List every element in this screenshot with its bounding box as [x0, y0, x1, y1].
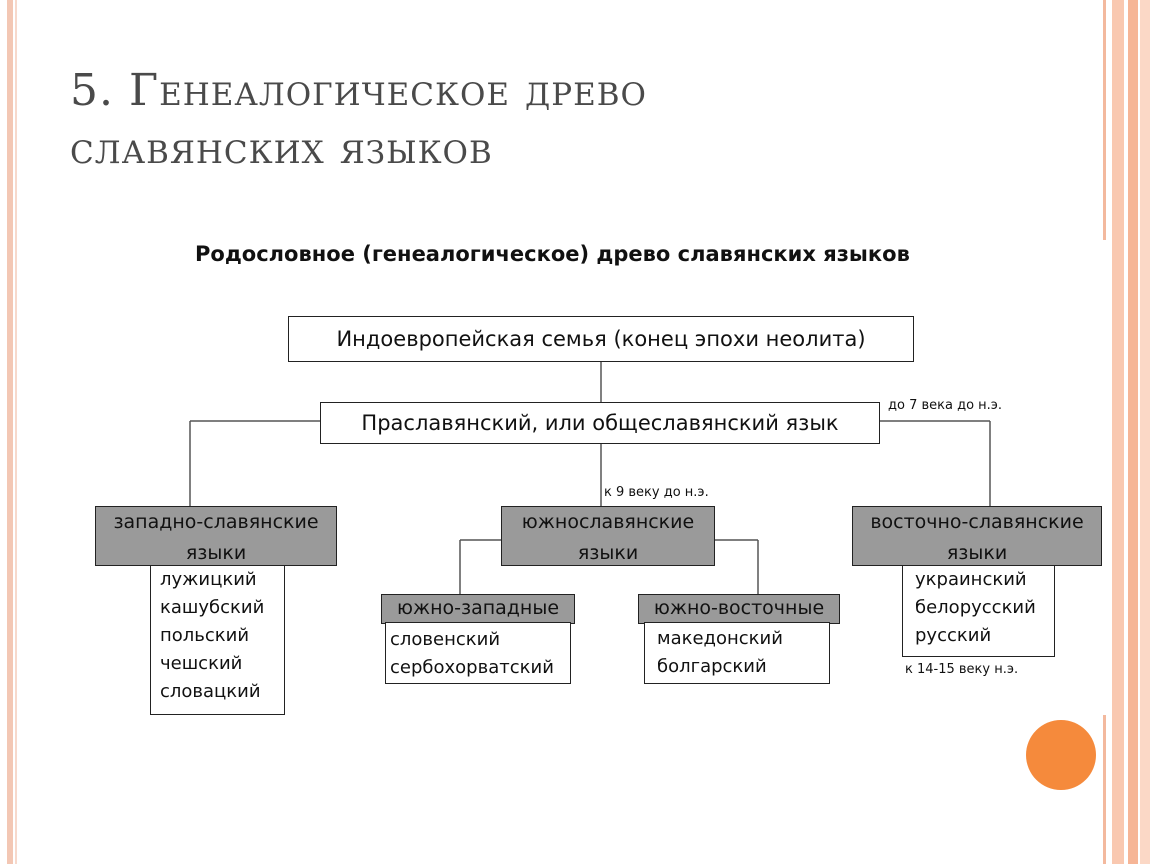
west-language: чешский [160, 653, 243, 674]
west-language: кашубский [160, 597, 265, 618]
east-group-line2: языки [946, 542, 1008, 564]
southwest-group-box: южно-западные [381, 594, 575, 624]
root-box: Индоевропейская семья (конец эпохи неоли… [288, 316, 914, 362]
east-group-line1: восточно-славянские [870, 511, 1084, 533]
proto-label: Праславянский, или общеславянский язык [361, 411, 839, 435]
slide-title: 5. Генеалогическое древо славянских язык… [70, 62, 970, 178]
proto-box: Праславянский, или общеславянский язык [320, 402, 880, 444]
southwest-language: сербохорватский [390, 657, 554, 678]
proto-date-note: до 7 века до н.э. [888, 398, 1003, 413]
southeast-language: болгарский [657, 656, 767, 677]
frame-right-stripe-dark [1128, 0, 1138, 864]
east-date-note: к 14-15 веку н.э. [905, 662, 1019, 677]
west-group-line1: западно-славянские [113, 511, 319, 533]
west-language: польский [160, 625, 250, 646]
east-language: русский [915, 625, 992, 646]
southeast-language: македонский [657, 628, 783, 649]
slide-title-line2: славянских языков [70, 123, 493, 174]
east-languages-box: украинский белорусский русский [902, 565, 1055, 657]
slide-title-line1: 5. Генеалогическое древо [70, 65, 647, 116]
diagram-title: Родословное (генеалогическое) древо слав… [195, 242, 910, 266]
east-group-box: восточно-славянские языки [852, 506, 1102, 566]
frame-right-stripe-light [1140, 0, 1150, 864]
southeast-languages-box: македонский болгарский [644, 622, 830, 684]
frame-right-stripe [1112, 0, 1124, 864]
south-group-line1: южнославянские [521, 511, 695, 533]
west-group-line2: языки [185, 542, 247, 564]
southeast-label: южно-восточные [653, 597, 825, 619]
southwest-languages-box: словенский сербохорватский [385, 622, 571, 684]
south-date-note: к 9 веку до н.э. [604, 485, 709, 500]
east-language: белорусский [915, 597, 1036, 618]
south-group-line2: языки [577, 542, 639, 564]
west-language: лужицкий [160, 569, 257, 590]
south-group-box: южнославянские языки [501, 506, 715, 566]
west-group-box: западно-славянские языки [95, 506, 337, 566]
orange-circle-decoration [1026, 720, 1096, 790]
west-languages-box: лужицкий кашубский польский чешский слов… [150, 565, 285, 715]
frame-right-thin-stripe-top [1103, 0, 1106, 240]
frame-right-thin-stripe-bottom [1103, 715, 1106, 864]
east-language: украинский [915, 569, 1027, 590]
southwest-language: словенский [390, 629, 501, 650]
root-label: Индоевропейская семья (конец эпохи неоли… [336, 327, 866, 351]
southeast-group-box: южно-восточные [638, 594, 840, 624]
frame-left-stripe [7, 0, 13, 864]
west-language: словацкий [160, 681, 261, 702]
frame-left-thin-stripe [15, 0, 17, 864]
southwest-label: южно-западные [396, 597, 560, 619]
